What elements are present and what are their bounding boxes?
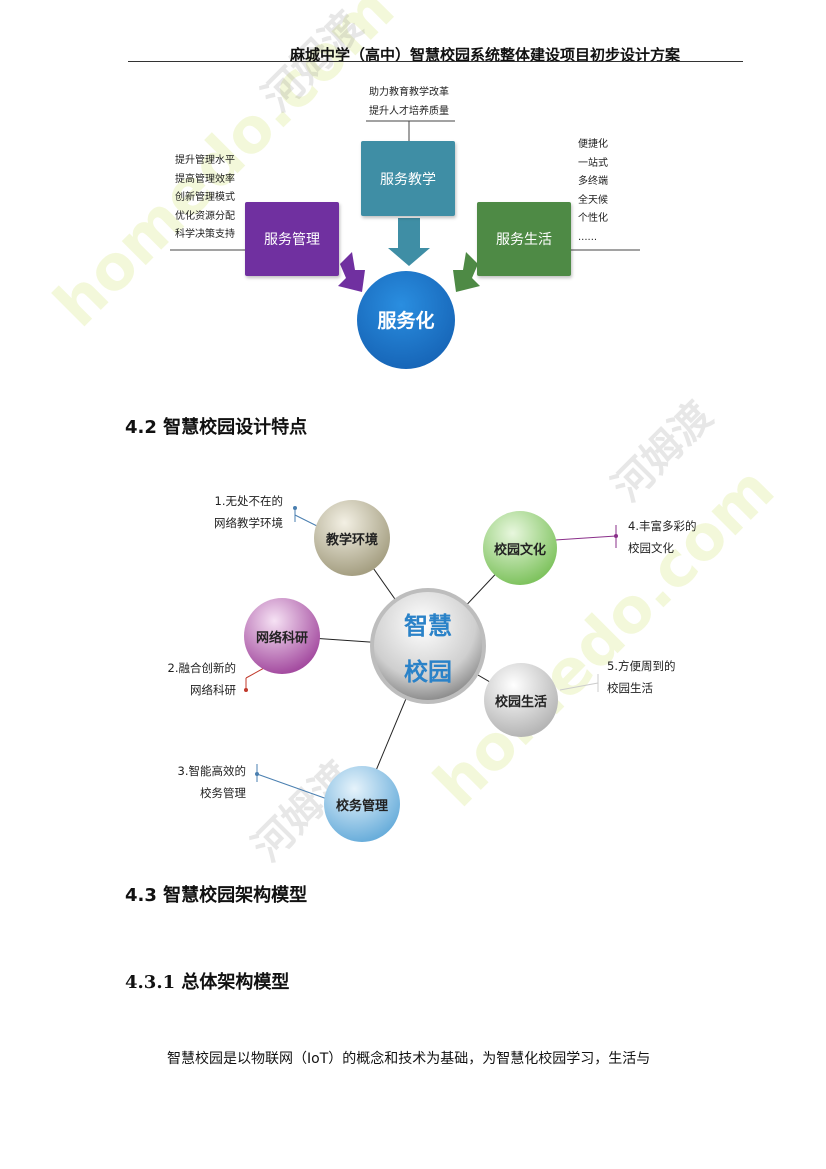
management-note: 优化资源分配	[175, 210, 235, 222]
feature-note-affairs: 3.智能高效的 校务管理	[170, 760, 246, 804]
feature-center-line1: 智慧	[404, 612, 452, 640]
note-line: 3.智能高效的	[177, 764, 246, 778]
service-management-box: 服务管理	[245, 202, 339, 276]
section-4-3-1-title: 4.3.1 总体架构模型	[125, 972, 290, 993]
management-note: 提高管理效率	[175, 173, 235, 185]
feature-note-env: 1.无处不在的 网络教学环境	[209, 490, 283, 534]
feature-note-research: 2.融合创新的 网络科研	[160, 657, 236, 701]
life-note: 一站式	[578, 157, 608, 169]
feature-node-campus-culture: 校园文化	[493, 542, 546, 558]
note-line: 校园文化	[628, 541, 674, 555]
note-line: 1.无处不在的	[214, 494, 283, 508]
feature-node-network-research: 网络科研	[255, 630, 308, 646]
service-life-box: 服务生活	[477, 202, 571, 276]
feature-center-line2: 校园	[404, 658, 452, 686]
service-teaching-box: 服务教学	[361, 141, 455, 216]
teaching-note: 助力教育教学改革	[369, 87, 449, 98]
feature-node-school-affairs: 校务管理	[335, 798, 388, 814]
feature-node-campus-life: 校园生活	[494, 694, 547, 710]
feature-note-life: 5.方便周到的 校园生活	[607, 655, 675, 699]
header-rule	[128, 61, 743, 62]
service-diagram-connectors	[170, 120, 640, 369]
teaching-note: 提升人才培养质量	[369, 105, 449, 117]
life-note: 多终端	[578, 176, 608, 187]
note-line: 校园生活	[607, 681, 653, 695]
note-line: 5.方便周到的	[607, 659, 676, 673]
section-4-3-title: 4.3 智慧校园架构模型	[125, 885, 308, 906]
management-note: 提升管理水平	[175, 155, 235, 166]
management-note: 科学决策支持	[175, 229, 235, 240]
management-notes: 提升管理水平 提高管理效率 创新管理模式 优化资源分配 科学决策支持	[175, 152, 235, 245]
section-4-2-title: 4.2 智慧校园设计特点	[125, 417, 308, 438]
feature-note-culture: 4.丰富多彩的 校园文化	[628, 515, 696, 559]
note-line: 网络科研	[190, 683, 236, 697]
management-note: 创新管理模式	[175, 192, 235, 203]
life-notes: 便捷化 一站式 多终端 全天候 个性化 ......	[578, 136, 608, 247]
page-header-title: 麻城中学（高中）智慧校园系统整体建设项目初步设计方案	[290, 46, 681, 64]
note-line: 2.融合创新的	[167, 661, 236, 675]
features-diagram-connectors	[244, 500, 618, 842]
note-line: 网络教学环境	[214, 516, 283, 530]
feature-node-teaching-env: 教学环境	[325, 532, 378, 548]
note-line: 4.丰富多彩的	[628, 519, 697, 533]
life-note: 便捷化	[578, 139, 608, 150]
service-center-label: 服务化	[377, 310, 435, 332]
teaching-notes: 助力教育教学改革 提升人才培养质量	[369, 84, 449, 121]
body-paragraph: 智慧校园是以物联网（IoT）的概念和技术为基础，为智慧化校园学习，生活与	[167, 1051, 651, 1067]
life-note: 全天候	[578, 194, 608, 206]
life-note: ......	[578, 231, 598, 243]
note-line: 校务管理	[200, 786, 246, 800]
life-note: 个性化	[578, 213, 608, 224]
